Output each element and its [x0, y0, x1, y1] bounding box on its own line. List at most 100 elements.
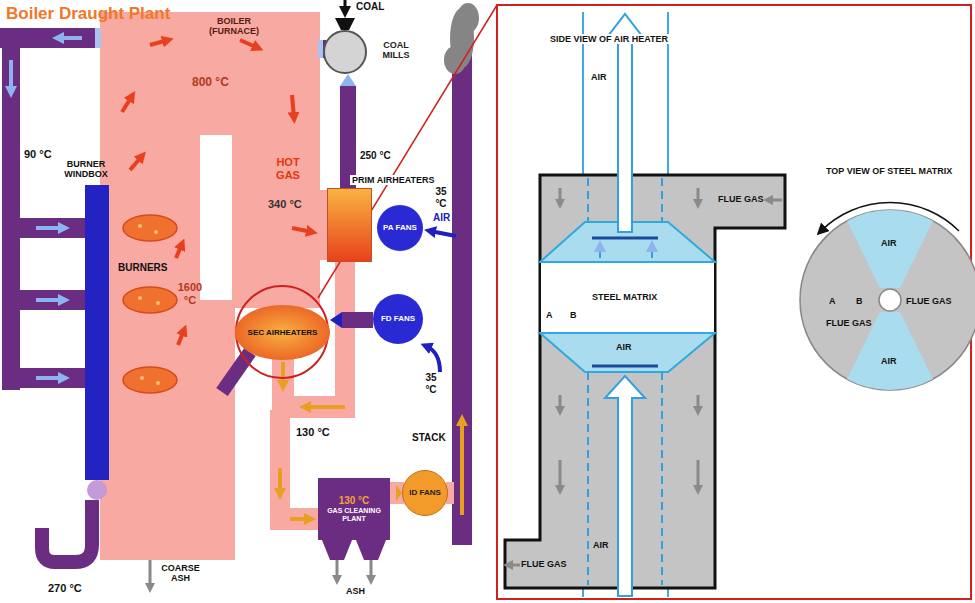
duct-connector	[340, 74, 356, 188]
plant-label: A	[829, 296, 836, 306]
plant-label: 270 °C	[48, 582, 82, 595]
gas-flow-arrows	[559, 395, 562, 411]
plant-label: TOP VIEW OF STEEL MATRIX	[826, 166, 952, 176]
node-text: SEC AIRHEATERS	[248, 328, 318, 337]
air-sector-top	[847, 210, 933, 288]
plant-label: 340 °C	[268, 198, 302, 211]
plant-label: 35 °C	[430, 186, 452, 209]
coal-hopper	[335, 0, 355, 30]
burner-windbox: BURNER WINDBOX	[85, 185, 109, 480]
pa-fan: PA FANS	[377, 205, 423, 251]
plant-label: FLUE GAS	[718, 194, 764, 204]
burner-flames	[123, 287, 177, 313]
node-text: GAS CLEANING PLANT	[321, 507, 387, 523]
burner-flames	[123, 215, 177, 393]
duct-joint	[95, 28, 101, 48]
duct-line	[342, 312, 373, 328]
furnace-region: BOILER (FURNACE)	[100, 12, 320, 560]
flame-dots	[154, 230, 158, 234]
flame-dots	[140, 376, 144, 380]
hot-gas-ducts	[270, 508, 320, 530]
gas-flow-arrows	[508, 564, 520, 567]
plant-label: AIR	[593, 540, 609, 550]
gas-flow-arrows	[508, 188, 782, 565]
zoom-panel	[497, 5, 971, 599]
fd-fan: FD FANS	[373, 294, 423, 344]
plant-label: 35 °C	[420, 372, 442, 395]
coal-mill: COAL MILLS	[323, 30, 367, 74]
hot-gas-arrows	[292, 95, 294, 118]
plant-label: AIR	[881, 238, 897, 248]
ash-arrows	[149, 560, 152, 588]
steel-matrix-band	[541, 263, 714, 332]
air-rise-arrows	[651, 246, 653, 258]
plant-label: AIR	[881, 356, 897, 366]
hot-gas-arrows	[176, 244, 182, 258]
seal-bars	[592, 237, 658, 240]
arrow-head	[330, 312, 342, 328]
plant-label: B	[856, 296, 863, 306]
secondary-air-ducts	[222, 352, 250, 392]
duct-connector	[390, 485, 402, 501]
duct-connector	[330, 312, 373, 328]
hot-gas-ducts	[335, 258, 355, 418]
flame-dots	[156, 381, 160, 385]
burner-flames	[123, 367, 177, 393]
purple-air-ducts	[452, 40, 472, 545]
hot-gas-arrows	[122, 96, 132, 112]
node-text: PA FANS	[383, 223, 417, 232]
duct-line	[390, 483, 396, 503]
air-flow-arrows	[36, 226, 64, 230]
flue-gas-arrows	[278, 468, 282, 494]
purple-air-ducts	[2, 28, 20, 390]
hot-gas-ducts	[100, 12, 454, 560]
plant-label: 250 °C	[360, 150, 391, 162]
hot-gas-arrows	[150, 40, 168, 45]
flue-gas-arrows	[281, 362, 285, 386]
gas-cleaning-hoppers	[322, 540, 386, 560]
node-text: BOILER (FURNACE)	[204, 16, 264, 37]
plant-label: AIR	[616, 342, 632, 352]
node-text: PRIM AIRHEATERS	[350, 175, 437, 185]
hot-gas-arrows	[292, 228, 312, 232]
node-text: COAL MILLS	[373, 40, 419, 61]
flame-dots	[138, 224, 160, 385]
hot-gas-arrows	[130, 156, 142, 170]
air-flow-arrows	[36, 298, 64, 302]
id-fan: ID FANS	[402, 470, 448, 516]
flue-gas-arrows	[305, 405, 345, 409]
node-text: BURNER WINDBOX	[55, 159, 117, 180]
air-hood-bottom	[540, 333, 715, 372]
hot-gas-ducts	[232, 12, 320, 308]
fresh-air-arrows	[426, 231, 456, 372]
air-flow-arrows	[58, 36, 82, 40]
burner-flames	[123, 215, 177, 241]
coal-hopper	[335, 18, 355, 30]
gas-flow-arrows	[697, 188, 700, 204]
plant-label: STEEL MATRIX	[592, 292, 657, 302]
plant-label: STACK	[412, 432, 446, 444]
seal-bars	[592, 365, 658, 368]
gas-flow-arrows	[559, 188, 562, 204]
stack-flow-arrow	[460, 420, 464, 515]
air-rise-arrows	[599, 246, 601, 258]
matrix-disc	[800, 210, 975, 390]
secondary-air-ducts	[42, 500, 92, 562]
fresh-air-arrows	[426, 346, 440, 372]
ash-arrows	[336, 560, 339, 580]
secondary-airheater: SEC AIRHEATERS	[235, 305, 330, 360]
plant-label: HOT GAS	[268, 156, 308, 181]
fresh-air-arrows	[430, 231, 456, 236]
ash-arrows	[150, 560, 371, 588]
plant-label: A	[546, 310, 553, 320]
hot-gas-arrows	[178, 330, 184, 345]
air-flow-arrows	[11, 38, 82, 378]
gas-cleaning-plant: 130 °CGAS CLEANING PLANT	[318, 478, 390, 540]
plant-label: 130 °C	[296, 426, 330, 439]
duct-line	[340, 86, 356, 188]
air-flow-arrows	[36, 376, 64, 380]
gas-flow-arrows	[768, 199, 782, 202]
flame-dots	[156, 301, 160, 305]
